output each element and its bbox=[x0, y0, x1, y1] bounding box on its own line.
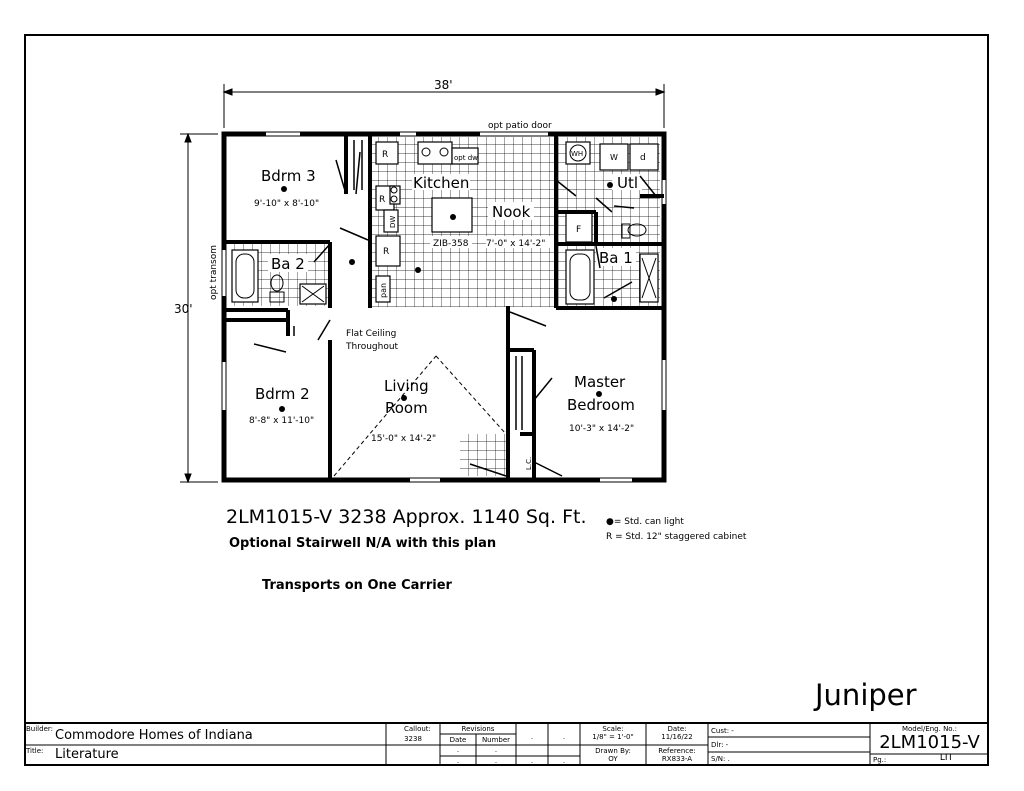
title-block: Builder: Commodore Homes of Indiana Titl… bbox=[24, 723, 989, 766]
dishwasher-label: DW bbox=[389, 216, 397, 228]
depth-label: 30' bbox=[174, 302, 193, 316]
revisions-label: Revisions bbox=[461, 725, 495, 733]
opt-transom-label: opt transom bbox=[209, 245, 219, 300]
vault-lines bbox=[333, 355, 507, 477]
revisions-number-2: . bbox=[494, 757, 498, 765]
legend-cabinet: R = Std. 12" staggered cabinet bbox=[606, 532, 747, 542]
cabinet-r-3: R bbox=[383, 247, 389, 257]
utl-name: Utl bbox=[617, 174, 638, 192]
bdrm2-size: 8'-8" x 11'-10" bbox=[249, 416, 314, 426]
date-label: Date: bbox=[667, 725, 687, 733]
revisions-extra-4: . bbox=[562, 757, 566, 765]
model-name: Juniper bbox=[815, 678, 917, 712]
master-name-2: Bedroom bbox=[567, 396, 635, 414]
living-size: 15'-0" x 14'-2" bbox=[371, 434, 436, 444]
revisions-number-col: Number bbox=[481, 736, 511, 744]
revisions-extra-2: . bbox=[562, 733, 566, 741]
dealer-label: Dlr: - bbox=[711, 741, 729, 749]
flat-ceiling-line2: Throughout bbox=[345, 342, 399, 352]
plan-title: 2LM1015-V 3238 Approx. 1140 Sq. Ft. bbox=[226, 506, 587, 528]
title-value: Literature bbox=[55, 747, 119, 762]
bdrm3-name: Bdrm 3 bbox=[261, 167, 316, 185]
scale-value: 1/8" = 1'-0" bbox=[592, 733, 634, 741]
master-size: 10'-3" x 14'-2" bbox=[569, 424, 634, 434]
width-label: 38' bbox=[434, 78, 453, 92]
nook-size: 7'-0" x 14'-2" bbox=[486, 239, 545, 249]
date-value: 11/16/22 bbox=[661, 733, 693, 741]
dimension-depth bbox=[180, 132, 218, 484]
pantry-label: pan bbox=[379, 283, 388, 298]
transport-note: Transports on One Carrier bbox=[262, 578, 452, 593]
flat-ceiling-line1: Flat Ceiling bbox=[346, 329, 396, 339]
legend-can-light: ●= Std. can light bbox=[606, 517, 684, 527]
serial-label: S/N: . bbox=[711, 755, 730, 763]
revisions-number-1: . bbox=[494, 746, 498, 754]
drawing-sheet-border bbox=[24, 34, 989, 766]
kitchen-name: Kitchen bbox=[413, 174, 469, 192]
doors bbox=[253, 140, 657, 477]
scale-label: Scale: bbox=[602, 725, 624, 733]
living-name-1: Living bbox=[384, 377, 429, 395]
title-label: Title: bbox=[26, 747, 44, 755]
bdrm2-name: Bdrm 2 bbox=[255, 385, 310, 403]
water-heater-label: WH bbox=[571, 150, 583, 158]
customer-label: Cust: - bbox=[711, 727, 734, 735]
washer-label: W bbox=[610, 153, 618, 162]
living-name-2: Room bbox=[385, 399, 428, 417]
dimension-width bbox=[222, 84, 666, 128]
fixtures bbox=[235, 144, 657, 303]
revisions-extra-3: . bbox=[530, 757, 534, 765]
bdrm3-size: 9'-10" x 8'-10" bbox=[254, 199, 319, 209]
linen-closet-label: L.C. bbox=[525, 457, 533, 470]
can-lights bbox=[279, 182, 617, 412]
page-value: LIT bbox=[939, 753, 954, 763]
dryer-label: d bbox=[640, 153, 646, 163]
drawn-by-label: Drawn By: bbox=[595, 747, 631, 755]
drawn-by-value: OY bbox=[608, 755, 618, 763]
reference-label: Reference: bbox=[658, 747, 696, 755]
model-label: Model/Eng. No.: bbox=[901, 725, 958, 733]
master-name-1: Master bbox=[574, 373, 626, 391]
callout-value: 3238 bbox=[404, 735, 422, 743]
ba1-name: Ba 1 bbox=[599, 249, 633, 267]
builder-name: Commodore Homes of Indiana bbox=[55, 728, 253, 743]
nook-name: Nook bbox=[492, 203, 531, 221]
revisions-date-col: Date bbox=[449, 736, 467, 744]
cabinet-r-1: R bbox=[382, 150, 388, 160]
cabinet-r-2: R bbox=[379, 195, 385, 205]
island-label: ZIB-358 bbox=[433, 239, 469, 249]
builder-label: Builder: bbox=[26, 725, 53, 733]
revisions-date-2: . bbox=[456, 757, 460, 765]
page-label: Pg.: bbox=[873, 756, 887, 764]
opt-dw-label: opt dw bbox=[454, 154, 478, 162]
furnace-label: F bbox=[576, 225, 581, 235]
interior-walls bbox=[224, 134, 664, 480]
ba2-name: Ba 2 bbox=[271, 255, 305, 273]
revisions-extra-1: . bbox=[530, 733, 534, 741]
model-number: 2LM1015-V bbox=[879, 732, 980, 753]
revisions-date-1: . bbox=[456, 746, 460, 754]
callout-label: Callout: bbox=[404, 725, 431, 733]
stairwell-note: Optional Stairwell N/A with this plan bbox=[229, 536, 497, 551]
reference-value: RX833-A bbox=[661, 755, 693, 763]
opt-patio-door-label: opt patio door bbox=[488, 121, 552, 131]
